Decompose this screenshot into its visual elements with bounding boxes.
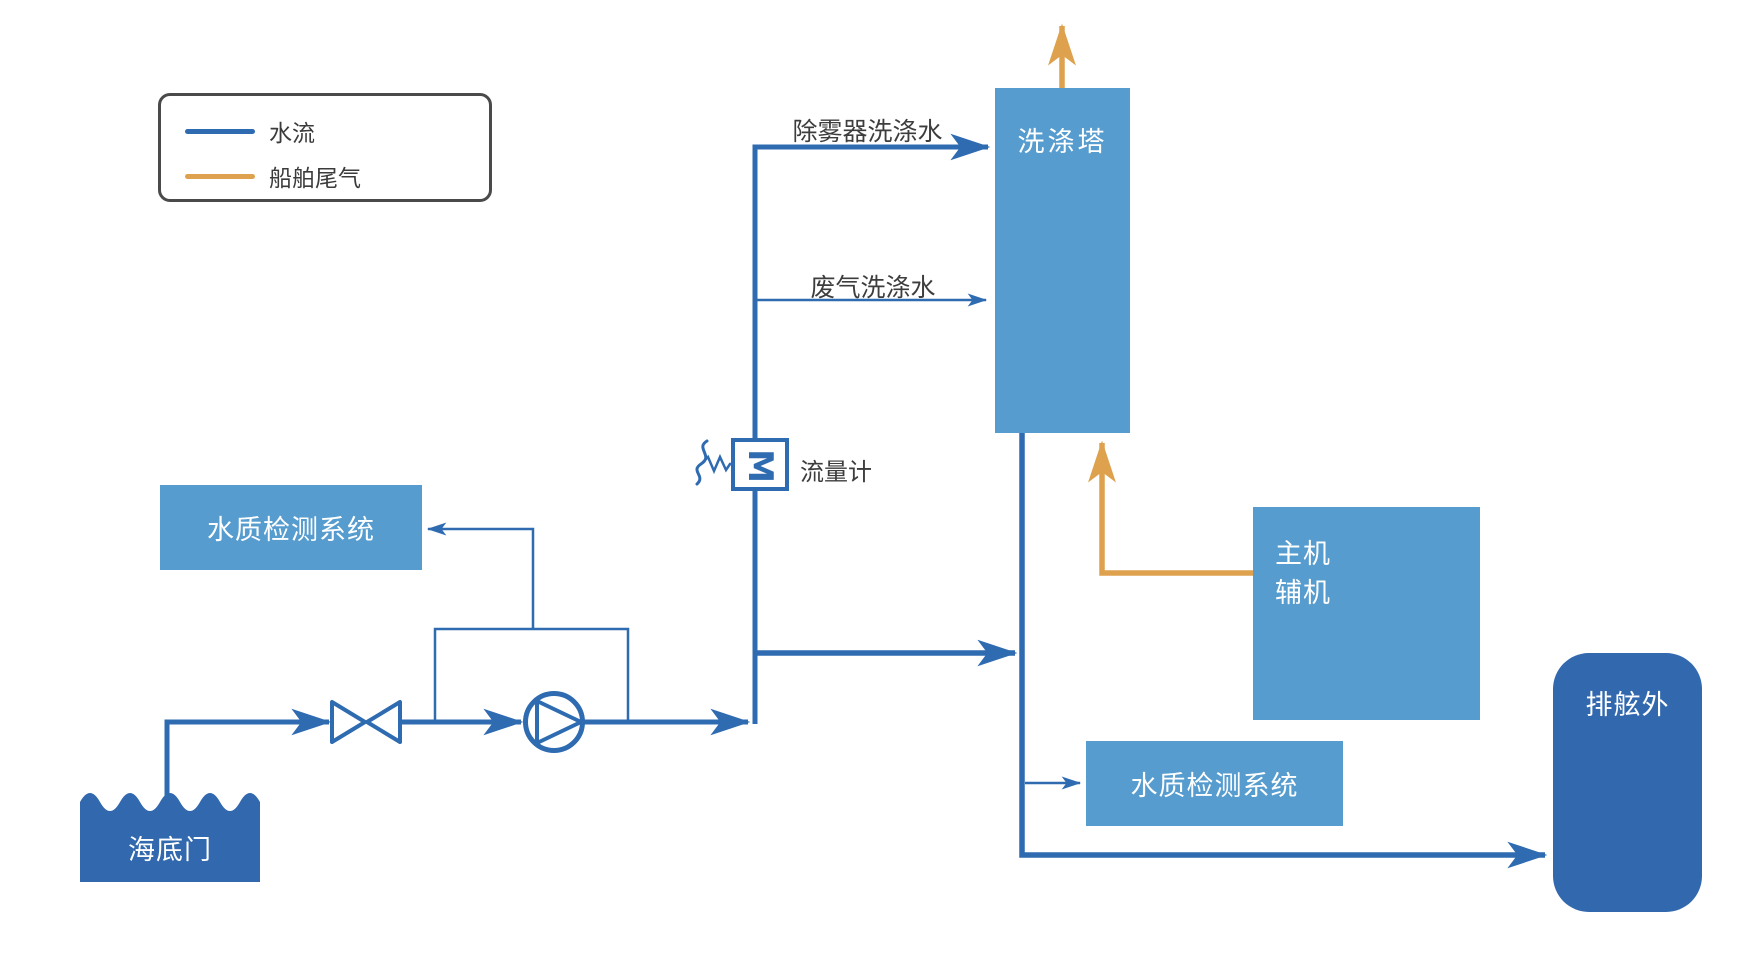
engines-label-line2: 辅机 — [1275, 578, 1331, 609]
water-line-swatch — [185, 128, 255, 134]
engines-node: 主机 辅机 — [1253, 507, 1480, 720]
legend-label-exhaust: 船舶尾气 — [269, 166, 361, 192]
sampling-line-left — [426, 522, 535, 629]
sea-chest-tank — [80, 793, 260, 882]
valve-symbol — [330, 700, 402, 744]
water-quality-left-node: 水质检测系统 — [160, 485, 422, 570]
legend-label-water: 水流 — [269, 121, 315, 147]
flow-meter-symbol: M — [695, 438, 789, 491]
legend-item-water: 水流 — [185, 118, 489, 147]
legend-item-exhaust: 船舶尾气 — [185, 163, 489, 192]
water-quality-bottom-node: 水质检测系统 — [1086, 741, 1343, 826]
pump-symbol — [523, 691, 585, 753]
scrubber-tower-label: 洗涤塔 — [1017, 127, 1108, 158]
pump-sampling-loop — [433, 627, 630, 722]
sea-chest-label: 海底门 — [128, 835, 212, 866]
scrubber-tower-node: 洗涤塔 — [995, 88, 1130, 433]
legend: 水流 船舶尾气 — [158, 93, 492, 202]
flow-meter-glyph: M — [740, 449, 780, 483]
flow-meter-label: 流量计 — [800, 458, 872, 486]
sea-chest-suction-pipe — [164, 708, 332, 798]
exhaust-line-swatch — [185, 173, 255, 179]
exhaust-wash-label: 废气洗涤水 — [810, 273, 936, 302]
drain-overboard-pipe — [1019, 433, 1548, 869]
flow-meter-zigzag — [700, 453, 733, 475]
engine-exhaust-pipe — [1088, 440, 1253, 576]
water-quality-left-label: 水质检测系统 — [207, 515, 375, 546]
engines-label-line1: 主机 — [1275, 539, 1331, 570]
overboard-node: 排舷外 — [1553, 653, 1702, 912]
riser-demister-pipe — [752, 133, 991, 724]
demister-wash-label: 除雾器洗涤水 — [792, 117, 943, 146]
overboard-label: 排舷外 — [1585, 690, 1670, 721]
water-quality-bottom-label: 水质检测系统 — [1130, 771, 1299, 802]
